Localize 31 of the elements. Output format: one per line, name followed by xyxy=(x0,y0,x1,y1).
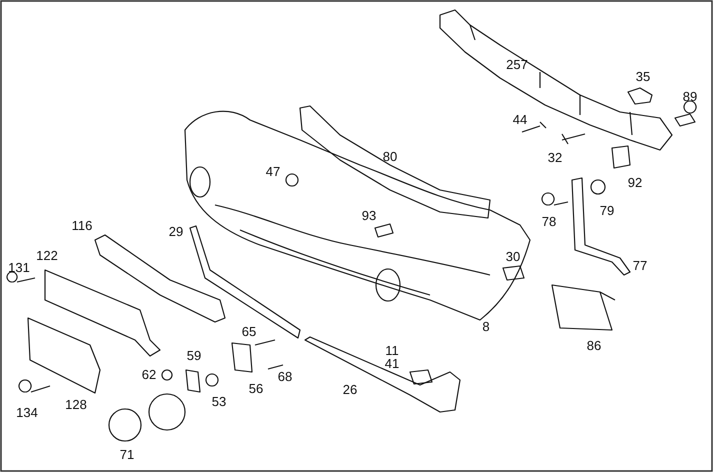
callout-number: 79 xyxy=(600,204,614,218)
callout-number: 134 xyxy=(16,406,38,420)
callout-number: 41 xyxy=(384,357,400,371)
callout-number: 8 xyxy=(482,320,490,334)
callout-number: 11 xyxy=(385,344,399,358)
callout-number: 86 xyxy=(586,339,602,353)
callout-number: 71 xyxy=(120,448,134,462)
callout-number: 53 xyxy=(212,395,226,409)
callout-number: 78 xyxy=(542,215,556,229)
callout-number: 56 xyxy=(248,382,264,396)
callout-number: 47 xyxy=(266,165,280,179)
callout-number: 80 xyxy=(382,150,398,164)
callout-number: 131 xyxy=(8,261,30,275)
callout-number: 59 xyxy=(186,349,202,363)
callout-number: 128 xyxy=(65,398,87,412)
callout-number: 93 xyxy=(362,209,376,223)
callout-number: 68 xyxy=(278,370,292,384)
callout-number: 30 xyxy=(506,250,520,264)
callout-number: 32 xyxy=(548,151,562,165)
callout-number: 29 xyxy=(168,225,184,239)
callout-number: 92 xyxy=(628,176,642,190)
callout-number: 65 xyxy=(242,325,256,339)
callout-number: 44 xyxy=(512,113,528,127)
callout-number: 62 xyxy=(142,368,156,382)
callout-number: 35 xyxy=(636,70,650,84)
callout-number: 116 xyxy=(72,219,92,233)
callout-number: 77 xyxy=(632,259,648,273)
callout-number: 122 xyxy=(36,249,58,263)
callout-number: 26 xyxy=(342,383,358,397)
callout-number: 89 xyxy=(682,90,698,104)
callout-number: 257 xyxy=(506,58,528,72)
